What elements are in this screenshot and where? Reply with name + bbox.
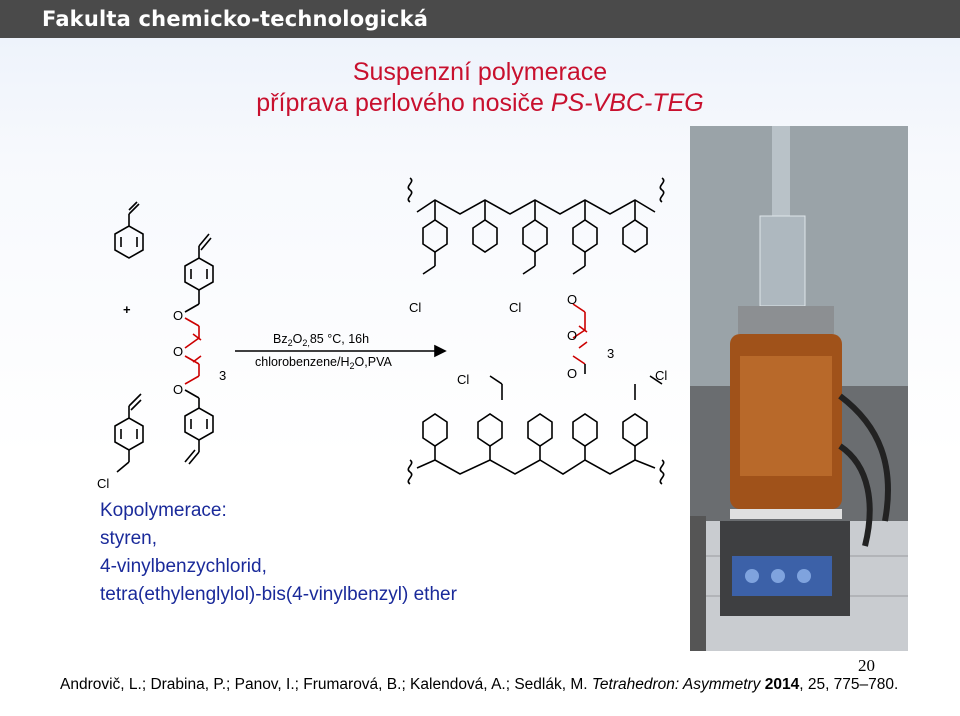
cl-label: Cl xyxy=(409,300,421,315)
styrene-monomer xyxy=(114,201,144,259)
cl-label: Cl xyxy=(457,372,469,387)
faculty-title: Fakulta chemicko-technologická xyxy=(42,7,429,31)
cl-label: Cl xyxy=(509,300,521,315)
header-bar: Fakulta chemicko-technologická xyxy=(0,0,960,38)
subtitle-italic: PS-VBC-TEG xyxy=(550,89,704,117)
polymer-network xyxy=(407,177,665,485)
page-number: 20 xyxy=(858,656,875,675)
o-label: O xyxy=(173,344,183,359)
reaction-scheme: + Cl O O O 3 Bz2O2, xyxy=(97,177,667,491)
o-label: O xyxy=(567,366,577,381)
o-label: O xyxy=(567,292,577,307)
o-label: O xyxy=(173,382,183,397)
copolymer-item: 4-vinylbenzychlorid, xyxy=(100,556,267,577)
copolymer-heading: Kopolymerace: xyxy=(100,500,227,521)
teg-crosslinker xyxy=(184,233,214,465)
copolymer-list: Kopolymerace: styren, 4-vinylbenzychlori… xyxy=(100,497,457,609)
cl-label: Cl xyxy=(655,368,667,383)
subtitle-text: příprava perlového nosiče xyxy=(256,89,551,117)
lab-apparatus-photo xyxy=(690,126,908,651)
citation-volume-pages: , 25, 775–780. xyxy=(799,676,899,693)
o-label: O xyxy=(567,328,577,343)
repeat-n: 3 xyxy=(219,368,226,383)
copolymer-item: tetra(ethylenglylol)-bis(4-vinylbenzyl) … xyxy=(100,584,457,605)
citation: Androvič, L.; Drabina, P.; Panov, I.; Fr… xyxy=(60,676,898,694)
slide-content: Suspenzní polymerace příprava perlového … xyxy=(0,38,960,716)
arrow-head xyxy=(434,344,447,358)
cl-label: Cl xyxy=(97,476,109,491)
citation-journal: Tetrahedron: Asymmetry xyxy=(591,676,761,693)
reagent-line-1: Bz2O2,85 °C, 16h xyxy=(273,332,369,348)
copolymer-item: styren, xyxy=(100,528,158,549)
reagent-line-2: chlorobenzene/H2O,PVA xyxy=(255,355,392,371)
citation-authors: Androvič, L.; Drabina, P.; Panov, I.; Fr… xyxy=(60,676,592,693)
slide-subtitle: příprava perlového nosiče PS-VBC-TEG xyxy=(0,89,960,118)
vinylbenzyl-chloride-monomer xyxy=(114,393,144,473)
repeat-n: 3 xyxy=(607,346,614,361)
slide-title: Suspenzní polymerace xyxy=(352,58,608,86)
citation-year: 2014 xyxy=(764,676,800,693)
plus-sign: + xyxy=(123,302,131,317)
o-label: O xyxy=(173,308,183,323)
